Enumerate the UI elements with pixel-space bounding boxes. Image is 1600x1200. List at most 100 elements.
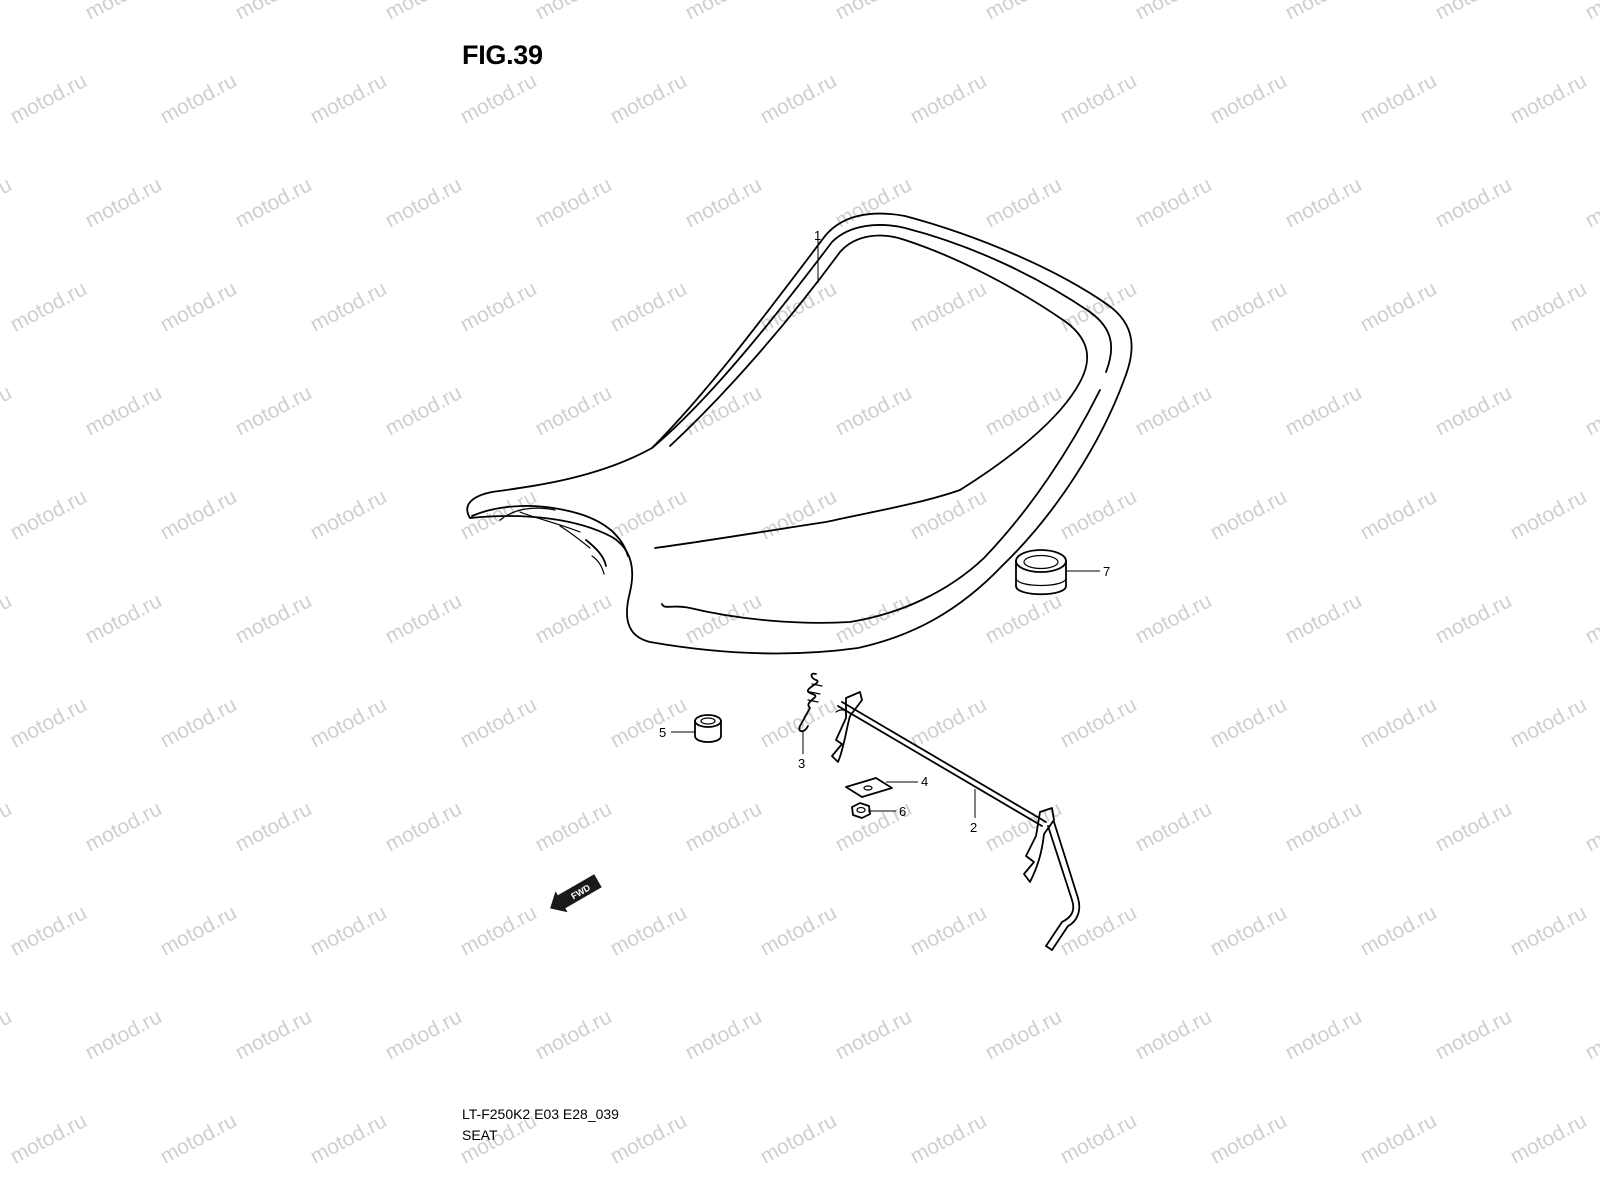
watermark-text: motod.ru [1582, 589, 1600, 648]
watermark-text: motod.ru [7, 485, 91, 544]
callout-4[interactable]: 4 [921, 774, 928, 789]
watermark-text: motod.ru [1057, 693, 1141, 752]
watermark-text: motod.ru [382, 0, 466, 24]
callout-2[interactable]: 2 [970, 820, 977, 835]
watermark-text: motod.ru [7, 1109, 91, 1168]
spring-drawing[interactable] [798, 672, 823, 733]
watermark-text: motod.ru [0, 0, 16, 24]
watermark-text: motod.ru [457, 69, 541, 128]
watermark-text: motod.ru [907, 693, 991, 752]
watermark-text: motod.ru [1507, 277, 1591, 336]
watermark-text: motod.ru [982, 173, 1066, 232]
watermark-text: motod.ru [982, 0, 1066, 24]
watermark-text: motod.ru [157, 693, 241, 752]
watermark-text: motod.ru [1432, 1005, 1516, 1064]
watermark-text: motod.ru [757, 693, 841, 752]
cushion-large-drawing[interactable] [1015, 549, 1067, 596]
watermark-text: motod.ru [157, 485, 241, 544]
nut-drawing[interactable] [851, 802, 871, 819]
watermark-text: motod.ru [532, 0, 616, 24]
watermark-text: motod.ru [907, 277, 991, 336]
watermark-text: motod.ru [607, 1109, 691, 1168]
watermark-text: motod.ru [1357, 1109, 1441, 1168]
watermark-text: motod.ru [157, 277, 241, 336]
watermark-text: motod.ru [1132, 0, 1216, 24]
watermark-text: motod.ru [7, 277, 91, 336]
watermark-text: motod.ru [1507, 693, 1591, 752]
callout-3[interactable]: 3 [798, 756, 805, 771]
watermark-text: motod.ru [1207, 69, 1291, 128]
watermark-text: motod.ru [382, 381, 466, 440]
watermark-text: motod.ru [1207, 1109, 1291, 1168]
watermark-text: motod.ru [607, 693, 691, 752]
watermark-text: motod.ru [1357, 69, 1441, 128]
watermark-text: motod.ru [382, 1005, 466, 1064]
watermark-text: motod.ru [1507, 1109, 1591, 1168]
callout-6[interactable]: 6 [899, 804, 906, 819]
watermark-text: motod.ru [1357, 485, 1441, 544]
callout-1[interactable]: 1 [814, 228, 821, 243]
watermark-text: motod.ru [232, 173, 316, 232]
watermark-text: motod.ru [0, 797, 16, 856]
watermark-text: motod.ru [1057, 485, 1141, 544]
watermark-text: motod.ru [682, 381, 766, 440]
watermark-text: motod.ru [682, 1005, 766, 1064]
watermark-text: motod.ru [607, 485, 691, 544]
watermark-text: motod.ru [1507, 69, 1591, 128]
watermark-text: motod.ru [1207, 901, 1291, 960]
watermark-text: motod.ru [382, 797, 466, 856]
seat-lock-rod-drawing[interactable] [831, 691, 1081, 951]
watermark-text: motod.ru [382, 173, 466, 232]
watermark-text: motod.ru [82, 381, 166, 440]
figure-caption: LT-F250K2 E03 E28_039 SEAT [462, 1104, 619, 1146]
watermark-text: motod.ru [7, 901, 91, 960]
watermark-text: motod.ru [157, 69, 241, 128]
cushion-small-drawing[interactable] [694, 714, 722, 743]
watermark-text: motod.ru [1582, 797, 1600, 856]
watermark-text: motod.ru [1357, 277, 1441, 336]
watermark-text: motod.ru [1057, 901, 1141, 960]
watermark-text: motod.ru [832, 589, 916, 648]
watermark-text: motod.ru [1507, 901, 1591, 960]
plate-drawing[interactable] [845, 777, 893, 798]
watermark-text: motod.ru [307, 277, 391, 336]
watermark-text: motod.ru [532, 173, 616, 232]
watermark-text: motod.ru [157, 901, 241, 960]
watermark-text: motod.ru [532, 1005, 616, 1064]
watermark-layer: motod.ru motod.ru motod.ru motod.ru motod.ru… [0, 0, 1600, 1168]
watermark-text: motod.ru [232, 0, 316, 24]
watermark-text: motod.ru [1507, 485, 1591, 544]
fwd-badge: FWD [550, 874, 602, 913]
watermark-text: motod.ru [1282, 173, 1366, 232]
watermark-text: motod.ru [532, 797, 616, 856]
watermark-text: motod.ru [457, 277, 541, 336]
watermark-text: motod.ru [1207, 693, 1291, 752]
watermark-text: motod.ru [832, 381, 916, 440]
callout-7[interactable]: 7 [1103, 564, 1110, 579]
watermark-text: motod.ru [82, 589, 166, 648]
watermark-text: motod.ru [1282, 381, 1366, 440]
watermark-text: motod.ru [1432, 797, 1516, 856]
watermark-text: motod.ru [307, 69, 391, 128]
watermark-text: motod.ru [982, 381, 1066, 440]
watermark-text: motod.ru [1582, 1005, 1600, 1064]
seat-drawing[interactable] [466, 212, 1133, 655]
watermark-text: motod.ru [0, 173, 16, 232]
watermark-text: motod.ru [1057, 69, 1141, 128]
watermark-text: motod.ru [682, 0, 766, 24]
watermark-text: motod.ru [982, 797, 1066, 856]
watermark-text: motod.ru [1582, 173, 1600, 232]
watermark-text: motod.ru [232, 381, 316, 440]
watermark-text: motod.ru [0, 589, 16, 648]
watermark-text: motod.ru [1132, 797, 1216, 856]
watermark-text: motod.ru [1582, 381, 1600, 440]
callout-5[interactable]: 5 [659, 725, 666, 740]
watermark-text: motod.ru [1582, 0, 1600, 24]
figure-code: LT-F250K2 E03 E28_039 [462, 1106, 619, 1122]
watermark-text: motod.ru [532, 381, 616, 440]
watermark-text: motod.ru [457, 693, 541, 752]
watermark-text: motod.ru [1282, 797, 1366, 856]
watermark-text: motod.ru [907, 69, 991, 128]
watermark-text: motod.ru [1432, 589, 1516, 648]
